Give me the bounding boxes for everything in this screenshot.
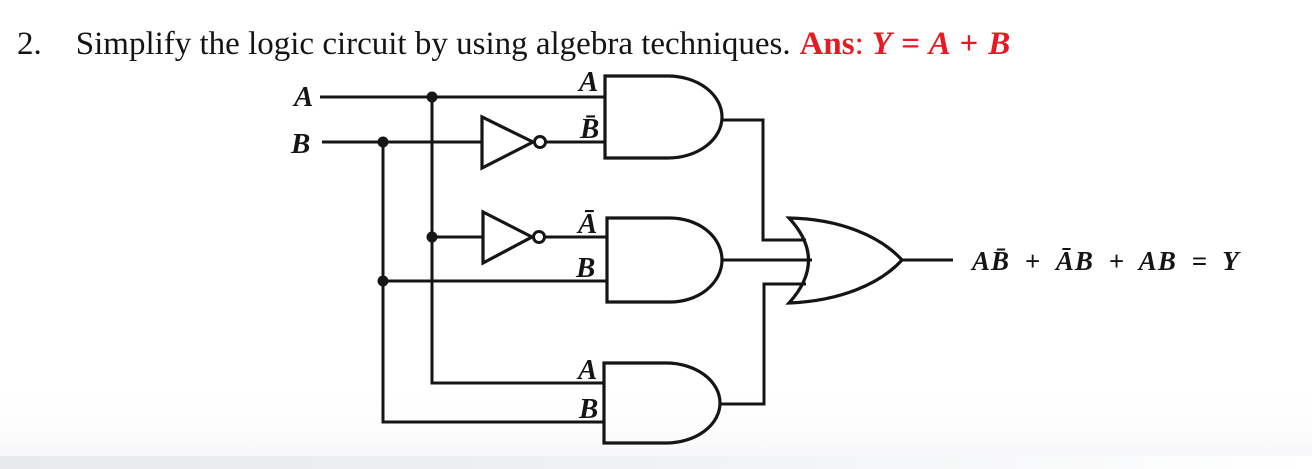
question-title: 2. Simplify the logic circuit by using al…	[17, 26, 1011, 62]
and1-input-label-top: A	[577, 66, 598, 98]
junction-dot-a-top	[426, 91, 438, 103]
junction-dot-b-mid	[377, 275, 389, 287]
and-gate-3	[602, 361, 722, 445]
question-text: Simplify the logic circuit by using alge…	[75, 26, 791, 62]
not-gate-2-bubble	[532, 230, 546, 244]
input-label-a: A	[292, 81, 313, 113]
bottom-edge-shadow	[0, 456, 1312, 469]
and3-input-label-bottom: B	[578, 393, 598, 425]
or-gate	[785, 216, 905, 305]
answer-expression: Y = A + B	[871, 26, 1012, 62]
not-gate-2	[481, 209, 536, 266]
junction-dot-a-mid	[426, 231, 438, 243]
input-label-b: B	[290, 128, 310, 160]
wire-b-branch-vertical	[381, 142, 604, 424]
and2-input-label-bottom: B	[575, 252, 595, 284]
and1-input-label-bottom: B̄	[579, 113, 599, 145]
and-gate-1	[603, 74, 724, 160]
and3-input-label-top: A	[576, 354, 597, 386]
answer-label: Ans	[799, 26, 855, 62]
question-number: 2.	[17, 26, 42, 62]
output-expression-label: AB̄ + ĀB + AB = Y	[970, 246, 1241, 276]
not-gate-1-bubble	[533, 135, 547, 149]
wire-and1-to-or	[722, 118, 806, 242]
wire-a-branch-vertical	[430, 97, 604, 385]
and2-input-label-top: Ā	[576, 208, 597, 240]
junction-dot-b-top	[377, 136, 389, 148]
not-gate-1	[480, 114, 537, 171]
answer-separator: :	[854, 26, 864, 62]
and-gate-2	[605, 216, 724, 304]
wire-and3-to-or	[720, 282, 806, 406]
